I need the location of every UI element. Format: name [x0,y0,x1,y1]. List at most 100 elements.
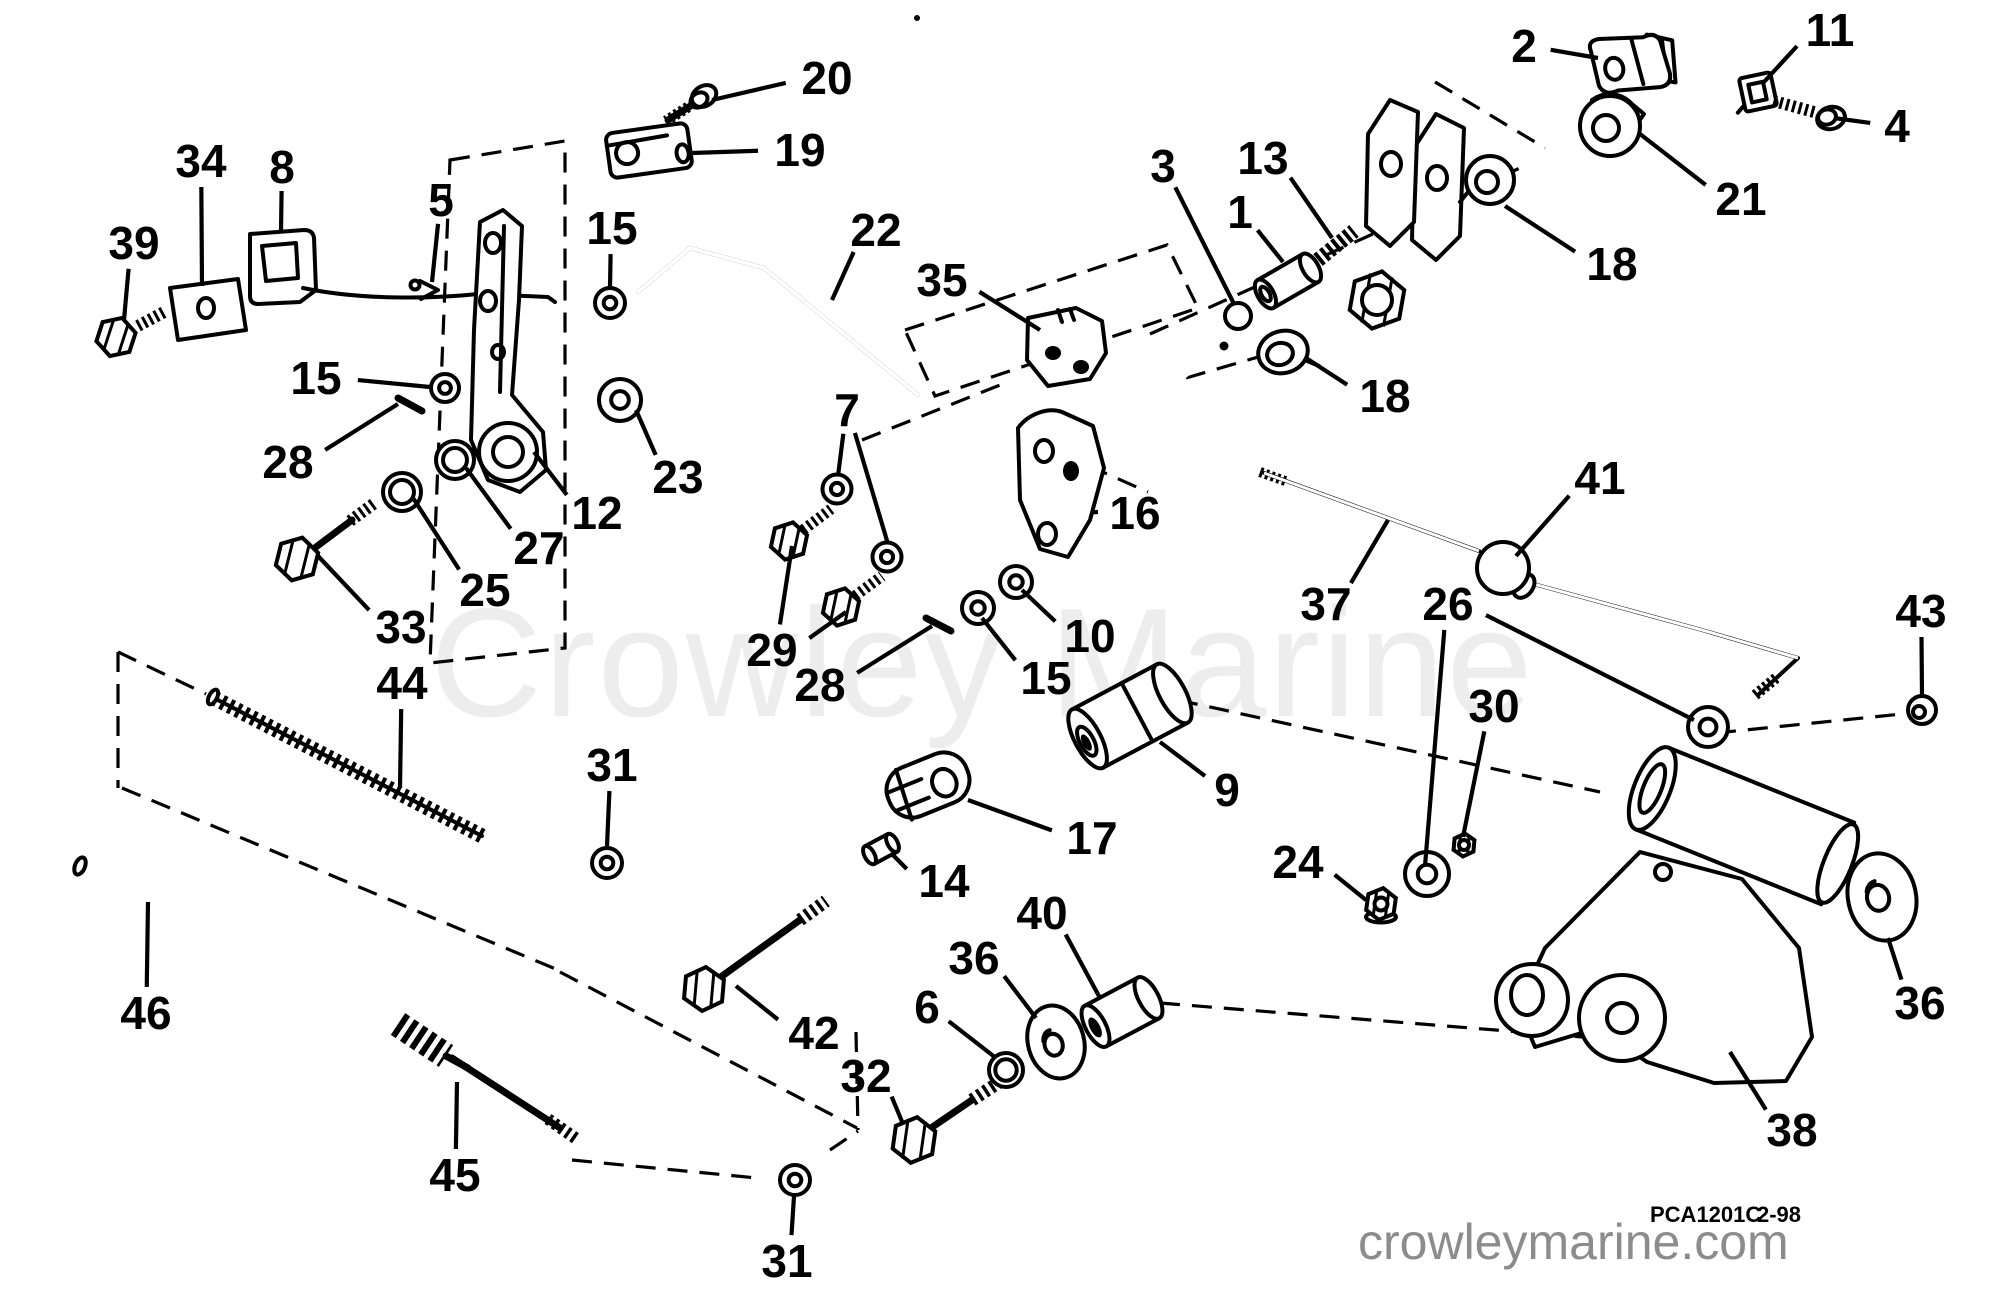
leader-line-31 [604,790,612,847]
callout-28: 28 [262,436,313,488]
part-13-spring [1313,225,1359,266]
callout-36: 36 [1894,977,1945,1029]
leader-line-6 [947,1019,998,1060]
leader-line-26 [1422,629,1447,867]
leader-line-20 [711,80,787,103]
leader-line-33 [316,554,371,612]
callout-2: 2 [1511,20,1537,72]
part-30-nut [1453,833,1475,858]
callout-17: 17 [1066,812,1117,864]
leader-line-28 [856,624,934,675]
leader-line-8 [278,190,284,233]
leader-line-13 [1288,176,1334,240]
part-35-anchor-clamp [1025,306,1108,388]
part-12-lever [469,208,548,494]
leader-line-25 [411,496,461,571]
callout-36: 36 [948,932,999,984]
part-17-clevis [884,750,972,822]
callout-15: 15 [586,202,637,254]
part-26-washer-right [1688,707,1728,747]
leader-line-29 [808,610,848,640]
leader-line-7 [852,432,891,545]
leader-line-24 [1333,873,1368,902]
callout-29: 29 [746,624,797,676]
callout-14: 14 [918,855,970,907]
drawing-code: PCA1201C [1650,1202,1761,1227]
callout-19: 19 [774,124,825,176]
callout-23: 23 [652,451,703,503]
parts-artwork [72,15,1938,1195]
leader-line-1 [1255,228,1285,264]
callout-8: 8 [269,141,295,193]
leader-line-27 [464,466,513,531]
callout-31: 31 [761,1235,812,1287]
construction-dashed-lines [116,80,1903,1180]
site-name: crowleymarine.com [1358,1214,1789,1270]
callout-7: 7 [834,384,860,436]
leader-line-39 [121,268,131,321]
part-15-washer-top [595,288,625,318]
part-29-bolt-a [769,504,835,563]
leader-line-15 [357,377,431,390]
callout-11: 11 [1806,4,1855,56]
callout-18: 18 [1359,370,1410,422]
callout-22: 22 [850,204,901,256]
part-43-nut [1906,694,1938,726]
part-36-disc-right [1845,851,1919,943]
leader-line-37 [1349,518,1390,585]
leader-line-4 [1833,115,1871,126]
callout-46: 46 [120,987,171,1039]
callout-42: 42 [788,1007,839,1059]
leader-line-26 [1485,613,1695,722]
part-14-bushing [861,831,901,867]
callout-33: 33 [375,601,426,653]
part-29-bolt-b [821,571,886,629]
leader-line-15 [607,253,613,289]
registration-dot [914,15,920,21]
part-3-ball [1223,301,1253,331]
part-38-steering-bracket [1494,745,1861,1085]
part-19-cable-clevis [604,121,694,180]
leader-line-17 [967,798,1053,833]
leader-line-38 [1728,1050,1768,1111]
callout-44: 44 [376,657,428,709]
callout-31: 31 [586,739,637,791]
leader-line-31 [789,1195,797,1236]
callout-37: 37 [1300,578,1351,630]
part-28-pin-left [394,394,426,415]
drawing-date: 2-98 [1757,1202,1801,1227]
callout-4: 4 [1884,100,1910,152]
leader-line-30 [1460,730,1487,838]
callout-10: 10 [1064,610,1115,662]
leader-line-3 [1173,186,1236,305]
part-31-washer-bottom [780,1165,810,1195]
part-1-bushing [1252,251,1324,311]
callout-3: 3 [1150,140,1176,192]
callout-24: 24 [1272,836,1324,888]
leader-line-41 [1514,494,1571,558]
part-23-washer [599,379,641,421]
leader-line-22 [830,251,856,301]
part-9-bushing [1066,661,1194,771]
part-7-washer-b [873,543,902,572]
part-41-grommet-ball [1475,540,1537,600]
callout-27: 27 [513,522,564,574]
part-15-washer-left [431,374,459,402]
callout-20: 20 [801,52,852,104]
callout-45: 45 [429,1149,480,1201]
part-28-pin-mid [922,614,955,635]
part-22-link-rod [636,246,920,397]
leader-line-45 [453,1081,460,1150]
part-11-clip [1735,70,1779,115]
leader-line-34 [199,187,205,287]
callout-25: 25 [459,564,510,616]
part-18-plug-upper [1458,154,1516,206]
leader-line-36 [1002,974,1038,1020]
part-2-anchor-block [1587,32,1678,95]
leader-line-7 [835,433,846,477]
part-15-washer-mid [962,592,994,624]
leader-line-29 [777,545,795,625]
leader-line-36 [1886,937,1904,981]
part-42-bolt [683,895,830,1013]
